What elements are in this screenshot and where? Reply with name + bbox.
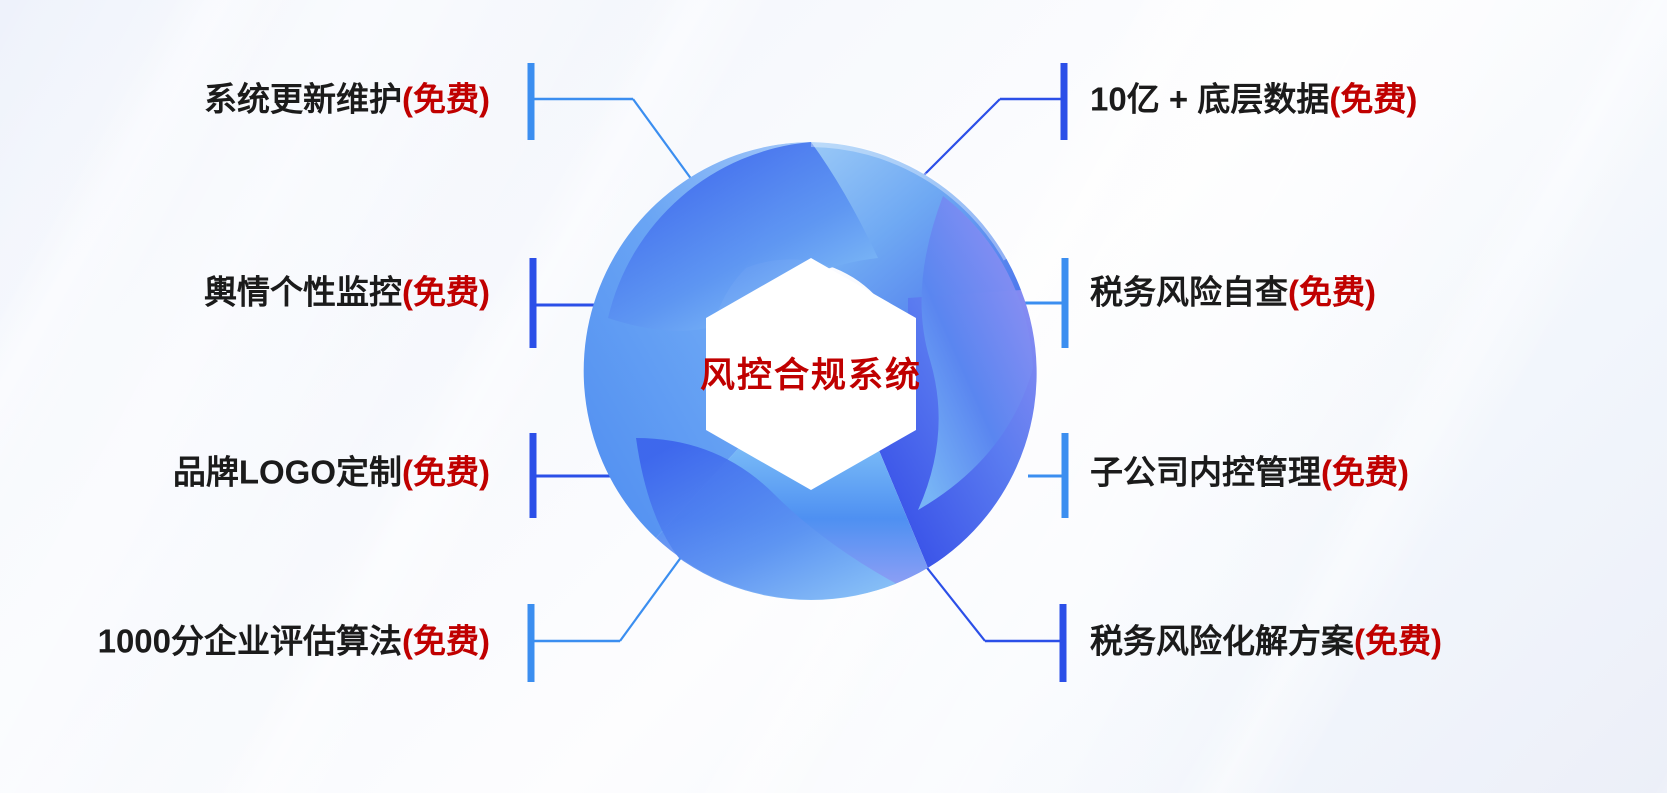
feature-free-tag: (免费) [1321,453,1409,491]
feature-text: 品牌LOGO定制 [172,453,403,491]
feature-label-left-1[interactable]: 系统更新维护(免费) [204,83,490,116]
aperture-overlap-3 [636,438,908,600]
feature-free-tag: (免费) [402,622,490,660]
feature-text: 輿情个性监控 [204,273,403,311]
feature-free-tag: (免费) [402,80,490,118]
feature-label-right-3[interactable]: 子公司内控管理(免费) [1090,456,1409,489]
feature-text: 10亿 + 底层数据 [1090,80,1330,118]
feature-text: 1000分企业评估算法 [97,622,403,660]
feature-label-right-1[interactable]: 10亿 + 底层数据(免费) [1090,83,1417,116]
feature-free-tag: (免费) [1354,622,1442,660]
feature-free-tag: (免费) [402,273,490,311]
feature-text: 系统更新维护 [204,80,403,118]
aperture-highlight-top [810,142,1013,261]
feature-text: 子公司内控管理 [1090,453,1321,491]
feature-label-left-4[interactable]: 1000分企业评估算法(免费) [98,625,490,658]
feature-free-tag: (免费) [1288,273,1376,311]
feature-label-right-4[interactable]: 税务风险化解方案(免费) [1090,625,1442,658]
aperture-overlap-2 [918,196,1033,510]
aperture-ring-logo [578,138,1044,604]
aperture-center-opening [706,258,916,490]
feature-label-left-2[interactable]: 輿情个性监控(免费) [204,276,490,309]
feature-text: 税务风险自查 [1090,273,1288,311]
feature-label-left-3[interactable]: 品牌LOGO定制(免费) [173,456,490,489]
center-title: 风控合规系统 [699,356,922,395]
feature-free-tag: (免费) [402,453,490,491]
aperture-overlap-1 [608,142,878,331]
feature-text: 税务风险化解方案 [1090,622,1354,660]
feature-label-right-2[interactable]: 税务风险自查(免费) [1090,276,1376,309]
feature-free-tag: (免费) [1329,80,1418,118]
